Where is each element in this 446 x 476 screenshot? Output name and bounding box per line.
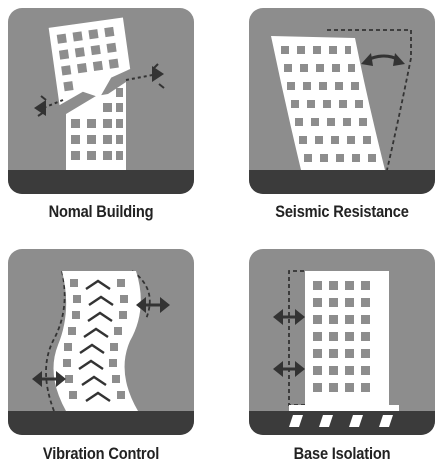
tile-base-isolation <box>249 249 435 435</box>
caption-vibration-control: Vibration Control <box>42 444 160 463</box>
tile-vibration-control <box>8 249 194 435</box>
caption-seismic-resistance: Seismic Resistance <box>275 202 409 221</box>
caption-base-isolation: Base Isolation <box>293 444 391 463</box>
swaying-building-icon <box>249 8 435 194</box>
isolated-building-icon <box>249 249 435 435</box>
collapsed-building-icon <box>8 8 194 194</box>
damped-building-icon <box>8 249 194 435</box>
caption-normal-building: Nomal Building <box>48 202 154 221</box>
tile-seismic-resistance <box>249 8 435 194</box>
tile-normal-building <box>8 8 194 194</box>
